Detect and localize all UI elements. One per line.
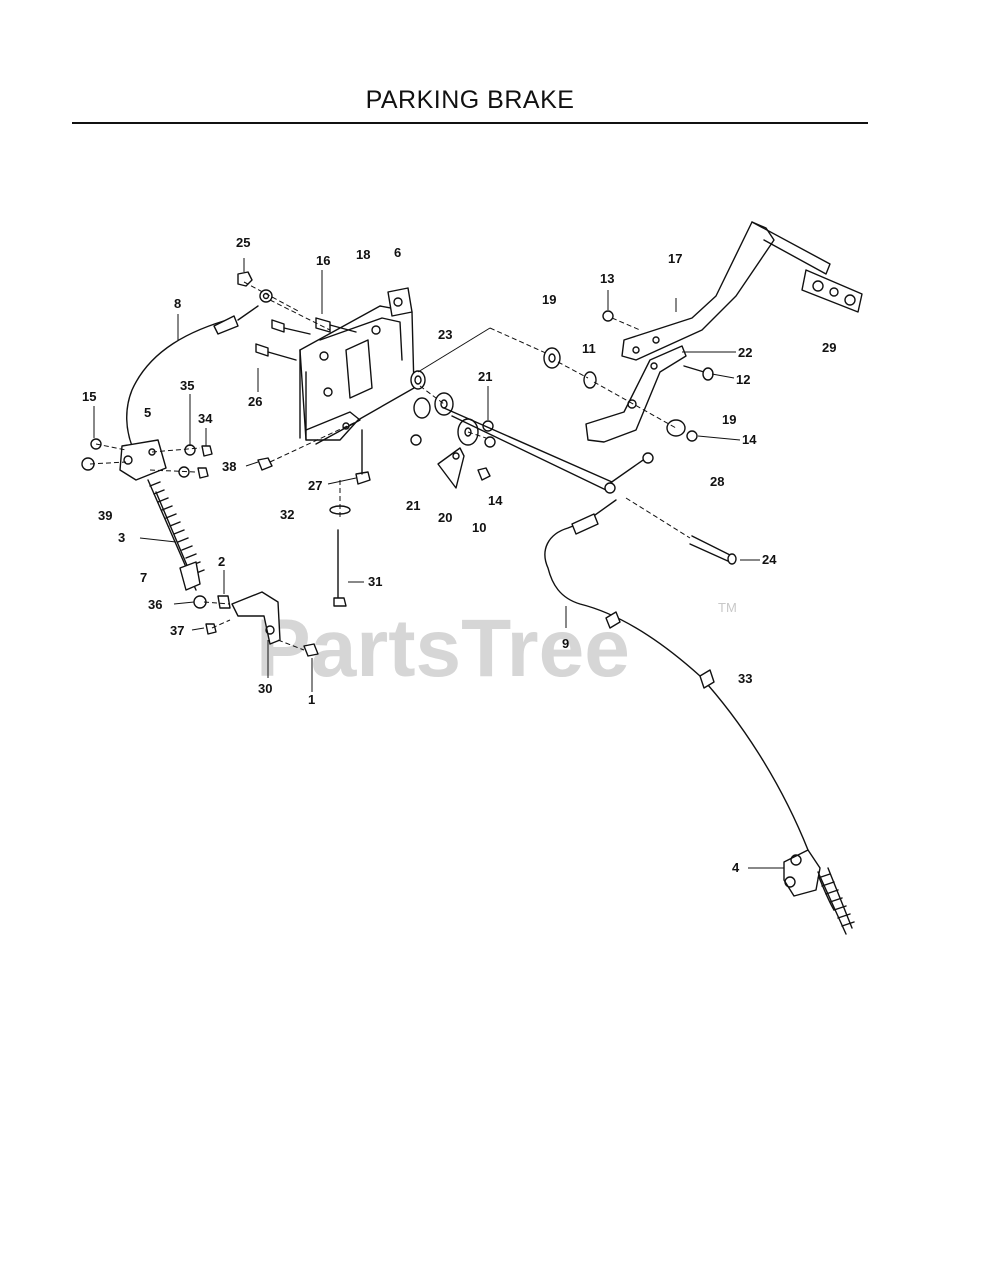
callout-10: 10 xyxy=(472,520,486,535)
callout-18: 18 xyxy=(356,247,370,262)
callout-29: 29 xyxy=(822,340,836,355)
callout-33: 33 xyxy=(738,671,752,686)
callout-21-right: 21 xyxy=(478,369,492,384)
nut-part[interactable] xyxy=(484,436,496,448)
clip-11-part[interactable] xyxy=(583,371,597,389)
callout-22: 22 xyxy=(738,345,752,360)
callout-13: 13 xyxy=(600,271,614,286)
callout-17: 17 xyxy=(668,251,682,266)
callout-4: 4 xyxy=(732,860,740,875)
callout-12: 12 xyxy=(736,372,750,387)
callout-15: 15 xyxy=(82,389,96,404)
callout-7: 7 xyxy=(140,570,147,585)
pin-24-part[interactable] xyxy=(689,535,737,565)
washer-35-part[interactable] xyxy=(184,444,196,456)
callout-39: 39 xyxy=(98,508,112,523)
callout-35: 35 xyxy=(180,378,194,393)
bolt-2-part[interactable] xyxy=(217,595,231,609)
main-bracket-part[interactable] xyxy=(299,287,415,445)
callout-14-right: 14 xyxy=(742,432,757,447)
pin-12-part[interactable] xyxy=(683,365,714,381)
washer-19-part[interactable] xyxy=(666,419,686,437)
rod-28-part[interactable] xyxy=(443,407,654,494)
callout-21-center: 21 xyxy=(406,498,420,513)
callout-19-top: 19 xyxy=(542,292,556,307)
callout-36: 36 xyxy=(148,597,162,612)
nut-25-part[interactable] xyxy=(237,271,253,287)
nut-1-part[interactable] xyxy=(303,643,319,657)
cable-bracket-4-part[interactable] xyxy=(783,849,821,897)
watermark-trademark: TM xyxy=(718,600,737,615)
callout-30: 30 xyxy=(258,681,272,696)
bracket-30-part[interactable] xyxy=(231,591,281,645)
bolt-16-part[interactable] xyxy=(315,317,357,333)
callout-28: 28 xyxy=(710,474,724,489)
nut-21b-part[interactable] xyxy=(410,434,422,446)
callout-8: 8 xyxy=(174,296,181,311)
page-title: PARKING BRAKE xyxy=(365,86,575,114)
nut-38-part[interactable] xyxy=(257,457,273,471)
nut-34-part[interactable] xyxy=(201,445,213,457)
cable-bracket-5-part[interactable] xyxy=(119,439,167,481)
nut-13-part[interactable] xyxy=(602,310,614,322)
callout-3: 3 xyxy=(118,530,125,545)
callout-14-center: 14 xyxy=(488,493,503,508)
watermark-text: PartsTree xyxy=(256,603,630,694)
callout-37: 37 xyxy=(170,623,184,638)
callout-11: 11 xyxy=(582,341,596,356)
callout-20: 20 xyxy=(438,510,452,525)
pin-31-part[interactable] xyxy=(333,529,347,607)
title-divider xyxy=(72,122,868,124)
nut-14-part[interactable] xyxy=(477,467,491,481)
cable-8-part[interactable] xyxy=(126,305,259,447)
callout-24: 24 xyxy=(762,552,777,567)
callout-2: 2 xyxy=(218,554,225,569)
bolt-27-part[interactable] xyxy=(355,429,371,485)
washer-part[interactable] xyxy=(178,466,190,478)
callout-31: 31 xyxy=(368,574,382,589)
callout-6: 6 xyxy=(394,245,401,260)
callout-38: 38 xyxy=(222,459,236,474)
bracket-22-part[interactable] xyxy=(585,345,687,443)
nut-14b-part[interactable] xyxy=(686,430,698,442)
callout-19-right: 19 xyxy=(722,412,736,427)
spring-part[interactable] xyxy=(817,867,855,935)
callout-9: 9 xyxy=(562,636,569,651)
spring-3-part[interactable] xyxy=(147,479,205,591)
callout-25: 25 xyxy=(236,235,250,250)
bolt-26-part[interactable] xyxy=(255,343,297,361)
callout-27: 27 xyxy=(308,478,322,493)
cam-20-part[interactable] xyxy=(437,447,465,489)
callout-5: 5 xyxy=(144,405,151,420)
brake-lever-17-part[interactable] xyxy=(621,221,831,361)
nut-part[interactable] xyxy=(197,467,209,479)
pedal-pad-29-part[interactable] xyxy=(801,269,863,313)
callout-32: 32 xyxy=(280,507,294,522)
cable-9-part[interactable] xyxy=(544,499,835,911)
bushing-23-part[interactable] xyxy=(410,370,426,390)
nut-37-part[interactable] xyxy=(205,623,217,635)
callout-1: 1 xyxy=(308,692,315,707)
callout-16: 16 xyxy=(316,253,330,268)
bolt-part[interactable] xyxy=(271,319,311,335)
callout-34: 34 xyxy=(198,411,213,426)
bushing-19-part[interactable] xyxy=(543,347,561,369)
callout-23: 23 xyxy=(438,327,452,342)
callout-26: 26 xyxy=(248,394,262,409)
